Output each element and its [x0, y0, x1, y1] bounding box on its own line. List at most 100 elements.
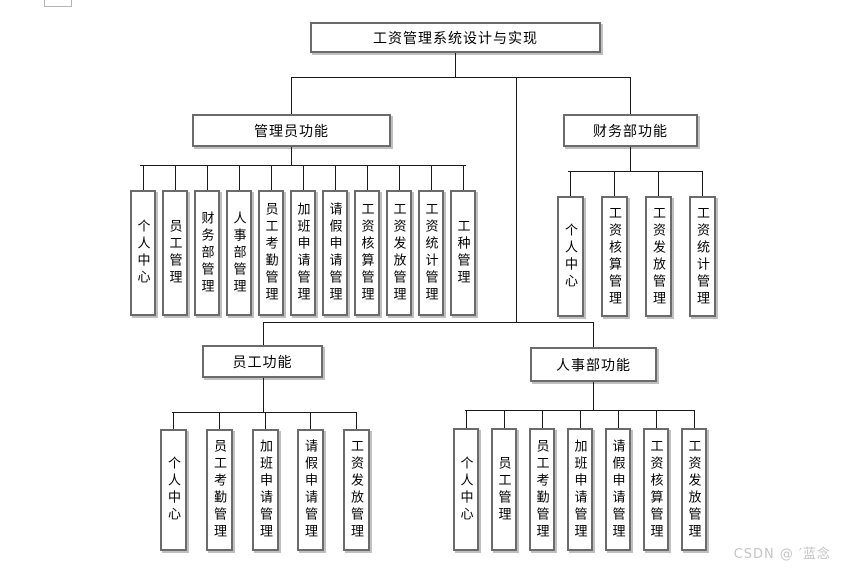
function-node: 员工考勤管理: [258, 190, 284, 316]
function-node: 个人中心: [453, 428, 479, 551]
function-node: 请假申请管理: [322, 190, 348, 316]
connector-line: [694, 410, 695, 428]
connector-line: [175, 165, 176, 190]
function-node-label: 个人中心: [166, 456, 181, 524]
function-node: 加班申请管理: [567, 428, 593, 551]
connector-line: [570, 171, 571, 196]
function-node: 员工考勤管理: [529, 428, 555, 551]
function-node-label: 个人中心: [135, 219, 151, 287]
connector-line: [580, 410, 581, 428]
group-node-employee: 员工功能: [202, 345, 323, 378]
function-node-label: 工资核算管理: [359, 202, 375, 304]
function-node-label: 加班申请管理: [295, 202, 311, 304]
function-node-label: 员工管理: [496, 455, 512, 524]
function-node: 个人中心: [160, 429, 187, 551]
function-node: 工资核算管理: [601, 196, 628, 317]
function-node-label: 请假申请管理: [610, 438, 626, 541]
function-node: 个人中心: [130, 190, 156, 316]
connector-line: [172, 412, 357, 413]
connector-line: [593, 382, 594, 410]
connector-line: [335, 165, 336, 190]
connector-line: [399, 165, 400, 190]
group-node-finance-label: 财务部功能: [593, 124, 668, 140]
function-node-label: 工资发放管理: [349, 439, 364, 541]
connector-line: [466, 410, 467, 428]
function-node-label: 人事部管理: [231, 210, 247, 296]
connector-line: [431, 165, 432, 190]
connector-line: [630, 77, 631, 114]
group-node-employee-label: 员工功能: [232, 355, 293, 371]
function-node: 工资发放管理: [343, 429, 370, 551]
function-node: 工资统计管理: [689, 196, 716, 317]
function-node: 个人中心: [557, 196, 584, 317]
connector-line: [263, 378, 264, 412]
connector-line: [618, 410, 619, 428]
function-node: 工资核算管理: [643, 428, 669, 551]
connector-line: [658, 171, 659, 196]
group-node-admin-label: 管理员功能: [254, 124, 329, 140]
connector-line: [303, 165, 304, 190]
function-node: 请假申请管理: [605, 428, 631, 551]
function-node-label: 员工考勤管理: [534, 438, 550, 541]
function-node: 员工考勤管理: [206, 429, 233, 551]
connector-line: [516, 77, 517, 322]
connector-line: [219, 412, 220, 429]
function-node-label: 员工考勤管理: [263, 202, 279, 304]
connector-line: [265, 412, 266, 429]
function-node: 员工管理: [162, 190, 188, 316]
connector-line: [291, 77, 292, 114]
function-node-label: 请假申请管理: [303, 439, 318, 541]
function-node-label: 工资发放管理: [651, 205, 666, 308]
connector-line: [173, 412, 174, 429]
connector-line: [630, 147, 631, 171]
function-node: 人事部管理: [226, 190, 252, 316]
connector-line: [239, 165, 240, 190]
function-node-label: 请假申请管理: [327, 202, 343, 304]
connector-line: [568, 171, 703, 172]
function-node-label: 工资统计管理: [423, 202, 439, 304]
watermark: CSDN @ ′蓝念: [733, 547, 831, 562]
cropped-box-artifact: [44, 0, 72, 7]
group-node-finance: 财务部功能: [563, 114, 698, 147]
function-node-label: 个人中心: [563, 222, 578, 291]
function-node-label: 工资发放管理: [686, 438, 702, 541]
function-node-label: 员工考勤管理: [212, 439, 227, 541]
connector-line: [656, 410, 657, 428]
function-node: 员工管理: [491, 428, 517, 551]
group-node-hr: 人事部功能: [530, 347, 657, 382]
function-node: 工种管理: [450, 190, 476, 316]
connector-line: [356, 412, 357, 429]
connector-line: [291, 147, 292, 165]
function-node-label: 工资核算管理: [607, 205, 622, 308]
connector-line: [542, 410, 543, 428]
connector-line: [271, 165, 272, 190]
function-node: 工资统计管理: [418, 190, 444, 316]
connector-line: [367, 165, 368, 190]
function-node-label: 工资发放管理: [391, 202, 407, 304]
connector-line: [455, 53, 456, 77]
connector-line: [702, 171, 703, 196]
function-node-label: 工种管理: [455, 219, 471, 287]
function-node-label: 财务部管理: [199, 210, 215, 296]
connector-line: [504, 410, 505, 428]
group-node-hr-label: 人事部功能: [556, 358, 631, 374]
function-node: 加班申请管理: [252, 429, 279, 551]
function-node: 加班申请管理: [290, 190, 316, 316]
function-node: 请假申请管理: [297, 429, 324, 551]
function-node-label: 工资统计管理: [695, 205, 710, 308]
root-node-label: 工资管理系统设计与实现: [373, 31, 538, 47]
function-node-label: 员工管理: [167, 219, 183, 287]
connector-line: [614, 171, 615, 196]
function-node-label: 加班申请管理: [258, 439, 273, 541]
function-node-label: 加班申请管理: [572, 438, 588, 541]
connector-line: [310, 412, 311, 429]
function-node: 工资发放管理: [645, 196, 672, 317]
function-node: 财务部管理: [194, 190, 220, 316]
connector-line: [143, 165, 144, 190]
connector-line: [263, 322, 264, 345]
function-node: 工资核算管理: [354, 190, 380, 316]
connector-line: [291, 77, 631, 78]
function-node-label: 工资核算管理: [648, 438, 664, 541]
group-node-admin: 管理员功能: [192, 114, 391, 147]
